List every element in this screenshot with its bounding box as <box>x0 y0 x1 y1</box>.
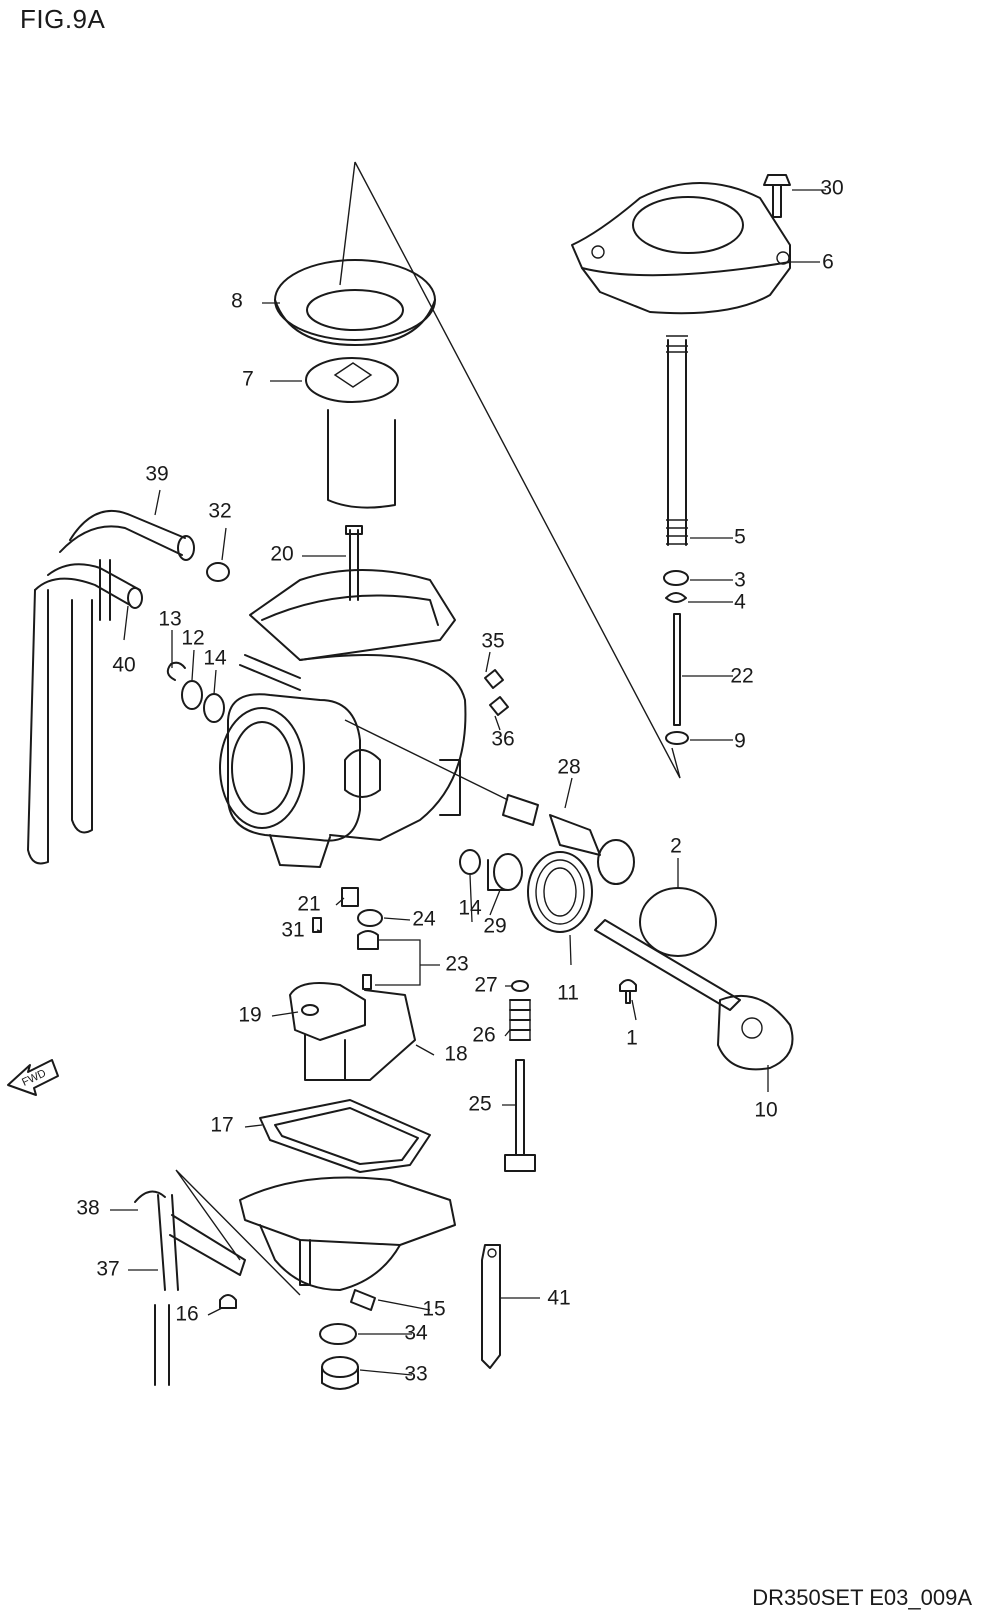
callout-38: 38 <box>76 1197 99 1220</box>
callout-29: 29 <box>483 915 506 938</box>
callout-34: 34 <box>404 1322 428 1345</box>
callout-14: 14 <box>458 897 482 920</box>
figure-code: DR350SET E03_009A <box>752 1585 972 1610</box>
hose-clamp <box>206 562 230 582</box>
callout-14: 14 <box>203 647 227 670</box>
callout-26: 26 <box>472 1024 495 1047</box>
callout-5: 5 <box>734 526 746 549</box>
idle-screw-25 <box>504 1059 536 1172</box>
callout-22: 22 <box>730 665 753 688</box>
callout-3: 3 <box>734 569 746 592</box>
o-ring-14 <box>203 693 225 723</box>
fwd-arrow: FWD <box>7 1059 59 1096</box>
washer-27 <box>511 980 529 992</box>
shaft-clip <box>665 592 687 603</box>
callout-30: 30 <box>820 177 843 200</box>
plate-2 <box>639 887 717 957</box>
callout-27: 27 <box>474 974 497 997</box>
callout-1: 1 <box>626 1027 638 1050</box>
callout-8: 8 <box>231 290 243 313</box>
assembly-line <box>339 161 681 779</box>
callout-36: 36 <box>491 728 514 751</box>
callout-16: 16 <box>175 1303 198 1326</box>
callout-10: 10 <box>754 1099 777 1122</box>
callout-25: 25 <box>468 1093 491 1116</box>
top-cover <box>571 182 791 315</box>
callout-17: 17 <box>210 1114 233 1137</box>
callout-23: 23 <box>445 953 468 976</box>
jets-23 <box>357 930 379 990</box>
bracket-41 <box>481 1244 501 1369</box>
figure-title: FIG.9A <box>20 4 106 34</box>
callout-13: 13 <box>158 608 181 631</box>
callout-labels: 1234567891011121314141516171819202122232… <box>76 177 843 1386</box>
diaphragm <box>274 259 436 346</box>
carburetor-body <box>219 569 467 868</box>
float-bowl-gasket <box>259 1099 431 1173</box>
callout-21: 21 <box>297 893 320 916</box>
callout-32: 32 <box>208 500 231 523</box>
washer-24 <box>357 909 383 927</box>
washer-34 <box>319 1323 357 1345</box>
callout-6: 6 <box>822 251 834 274</box>
adjust-rod <box>345 525 363 601</box>
collar-29 <box>487 853 523 891</box>
overflow-tube <box>134 1190 246 1386</box>
callout-15: 15 <box>422 1298 445 1321</box>
callout-9: 9 <box>734 730 746 753</box>
float-bowl <box>175 1169 456 1296</box>
clip-13 <box>166 661 186 681</box>
callout-7: 7 <box>242 368 254 391</box>
callout-12: 12 <box>181 627 204 650</box>
piston-valve <box>305 357 399 509</box>
screw-31 <box>312 917 322 933</box>
shaft-washer <box>663 570 689 586</box>
callout-4: 4 <box>734 591 746 614</box>
callout-40: 40 <box>112 654 135 677</box>
drain-plug-33 <box>321 1356 359 1390</box>
callout-35: 35 <box>481 630 504 653</box>
callout-31: 31 <box>281 919 304 942</box>
choke-plunger <box>344 719 635 885</box>
screw-36 <box>489 696 509 716</box>
callout-20: 20 <box>270 543 293 566</box>
throttle-lever <box>594 919 794 1071</box>
cover-screw <box>763 174 791 218</box>
callout-39: 39 <box>145 463 168 486</box>
callout-33: 33 <box>404 1363 427 1386</box>
vent-hoses <box>27 510 195 865</box>
callout-19: 19 <box>238 1004 261 1027</box>
washer-14 <box>459 849 481 875</box>
callout-11: 11 <box>557 982 579 1005</box>
screw-35 <box>484 669 504 689</box>
spring-26 <box>509 999 531 1041</box>
leader-lines <box>110 189 826 1376</box>
float-assembly <box>289 982 416 1081</box>
screw-16 <box>219 1294 237 1309</box>
return-spring-11 <box>527 851 593 933</box>
needle-washer <box>665 731 689 745</box>
throttle-shaft <box>666 335 688 546</box>
screw-1 <box>619 979 637 1004</box>
callout-41: 41 <box>547 1287 570 1310</box>
callout-28: 28 <box>557 756 580 779</box>
callout-2: 2 <box>670 835 682 858</box>
o-ring-12 <box>181 680 203 710</box>
drain-screw-15 <box>350 1289 376 1311</box>
callout-24: 24 <box>412 908 436 931</box>
jet-needle <box>673 613 681 726</box>
callout-37: 37 <box>96 1258 119 1281</box>
callout-18: 18 <box>444 1043 467 1066</box>
jet-21 <box>341 887 359 907</box>
